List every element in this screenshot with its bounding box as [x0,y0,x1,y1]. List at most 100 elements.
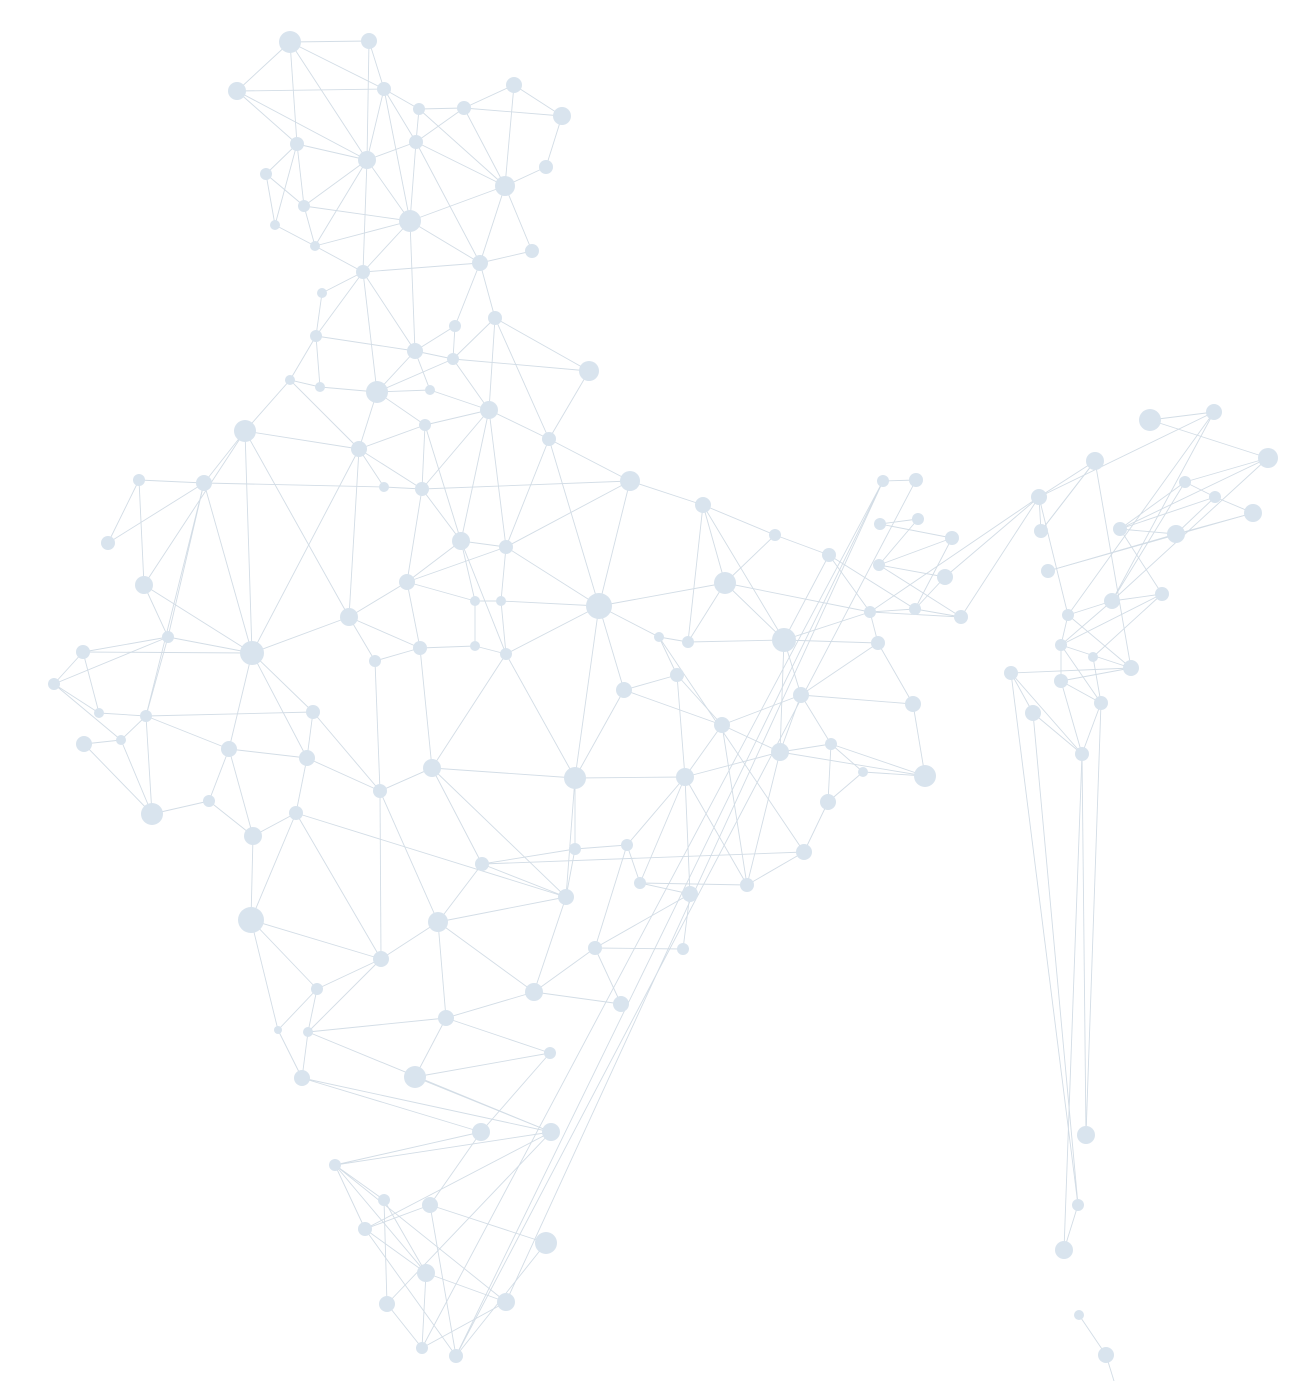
network-edge [250,835,254,921]
network-node [613,996,629,1012]
network-edge [1175,512,1254,535]
network-edge [721,724,781,753]
network-node [428,912,448,932]
network-edge [1060,680,1083,755]
network-edge [307,988,318,1033]
network-edge [1092,593,1163,658]
network-node [457,101,471,115]
network-edge [437,921,447,1019]
network-edge [82,636,169,653]
network-edge [143,584,169,638]
network-node [1041,564,1055,578]
network-edge [334,1164,427,1274]
network-edge [1060,680,1102,704]
network-edge [406,540,462,583]
network-edge [1092,656,1102,704]
network-edge [779,751,926,777]
network-edge [306,757,381,792]
network-edge [463,107,506,187]
network-node [682,636,694,648]
network-edge [265,173,305,207]
network-node [449,1349,463,1363]
network-node [525,983,543,1001]
network-edge [414,1052,551,1078]
network-edge [1040,460,1096,532]
network-edge [362,220,411,273]
network-edge [244,430,360,450]
network-edge [366,88,385,161]
network-edge [244,379,291,432]
network-edge [463,84,515,109]
network-edge [437,863,483,923]
network-edge [301,1077,552,1133]
network-edge [386,1303,423,1349]
network-node [525,244,539,258]
network-node [586,593,612,619]
network-node [317,288,327,298]
network-edge [914,608,962,618]
network-edge [421,488,462,542]
network-edge [301,1077,482,1133]
network-node [954,610,968,624]
network-edge [334,1164,507,1303]
network-edge [1111,457,1269,602]
network-edge [494,317,590,372]
network-node [714,717,730,733]
network-edge [437,921,535,993]
network-node [203,795,215,807]
network-node [399,210,421,232]
network-node [499,540,513,554]
network-node [1031,489,1047,505]
network-edge [228,652,253,750]
network-edge [143,430,246,586]
network-node [228,82,246,100]
network-node [579,361,599,381]
network-edge [658,636,678,676]
network-edge [406,488,423,583]
network-edge [145,711,314,717]
network-edge [960,496,1040,618]
network-node [294,1070,310,1086]
network-edge [878,518,919,566]
network-edge [513,84,563,117]
network-node [116,735,126,745]
network-edge [455,480,884,1357]
network-node [909,473,923,487]
network-edge [687,582,726,643]
network-edge [594,947,622,1005]
network-edge [208,748,230,802]
network-node [1004,666,1018,680]
network-edge [145,715,230,750]
network-edge [203,482,253,654]
network-edge [488,409,507,548]
network-edge [228,748,254,837]
network-node [1244,504,1262,522]
network-edge [480,1052,551,1133]
network-edge [289,379,321,388]
network-node [616,682,632,698]
network-edge [98,712,147,717]
network-edge [107,482,205,544]
network-edge [1032,712,1079,1206]
network-node [1074,1310,1084,1320]
network-edge [120,739,153,815]
network-edge [244,430,253,654]
network-edge [639,776,686,884]
network-edge [878,564,946,578]
network-edge [598,582,726,607]
network-edge [505,546,600,607]
network-node [676,768,694,786]
network-node [361,33,377,49]
network-edge [1184,457,1269,483]
network-edge [724,582,871,613]
network-node [413,641,427,655]
network-edge [358,448,423,490]
network-edge [626,776,686,846]
network-edge [800,694,832,745]
network-edge [364,1228,427,1274]
network-edge [295,757,308,814]
network-edge [250,919,279,1031]
network-edge [303,205,411,222]
network-edge [236,41,291,92]
network-edge [1010,672,1079,1206]
